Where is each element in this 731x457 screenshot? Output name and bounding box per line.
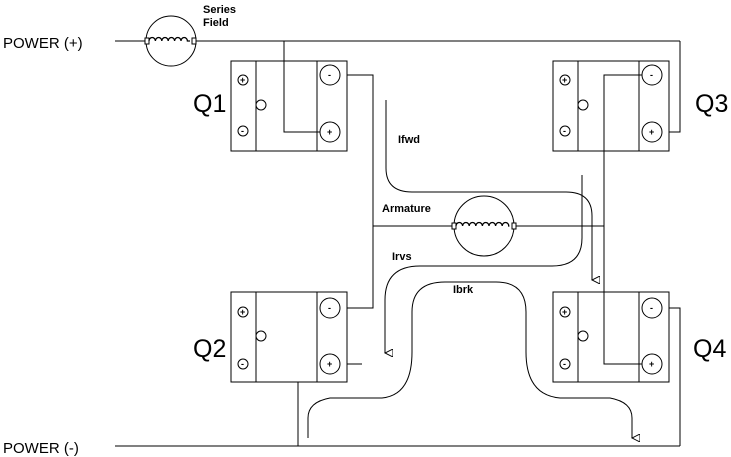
svg-text:+: + — [649, 359, 654, 369]
module-q1: + - - + — [230, 60, 348, 152]
module-q3: + - - + — [552, 60, 670, 152]
svg-text:-: - — [563, 359, 566, 369]
svg-text:-: - — [241, 359, 244, 369]
q3-center-hole — [577, 99, 589, 111]
armature-label: Armature — [382, 203, 431, 215]
wire-q4-bus-overlay — [603, 292, 642, 365]
svg-text:+: + — [240, 75, 245, 85]
wire-q2-minus — [340, 300, 374, 309]
q1-center-hole — [255, 99, 267, 111]
module-q2: + - - + — [230, 291, 348, 383]
current-forward-label: Ifwd — [398, 134, 420, 146]
svg-text:-: - — [563, 126, 566, 136]
wire-q1-plus-overlay — [283, 61, 320, 133]
svg-text:+: + — [327, 127, 332, 137]
q1-aux-plus-terminal — [237, 74, 249, 86]
series-field-symbol — [144, 15, 197, 67]
svg-text:+: + — [562, 75, 567, 85]
q4-aux-minus-terminal — [559, 358, 571, 370]
q3-plus-terminal — [641, 121, 663, 143]
wire-right-bus-overlay — [603, 74, 642, 151]
armature-symbol — [451, 195, 517, 257]
svg-text:-: - — [328, 70, 331, 80]
q2-minus-terminal — [319, 297, 341, 319]
q3-aux-minus-terminal — [559, 125, 571, 137]
wire-q1-minus — [340, 74, 374, 300]
q2-aux-minus-terminal — [237, 358, 249, 370]
module-q3-label: Q3 — [695, 90, 728, 118]
current-forward-path — [385, 100, 592, 280]
q4-center-hole — [577, 330, 589, 342]
current-reverse-path — [385, 175, 583, 353]
q2-plus-terminal — [319, 353, 341, 375]
module-q2-label: Q2 — [193, 335, 226, 363]
q3-aux-plus-terminal — [559, 74, 571, 86]
q1-aux-minus-terminal — [237, 125, 249, 137]
current-brake-label: Ibrk — [453, 284, 474, 296]
module-q1-label: Q1 — [193, 90, 226, 118]
series-field-label-line1: Series — [203, 4, 236, 16]
q4-aux-plus-terminal — [559, 306, 571, 318]
svg-text:-: - — [650, 70, 653, 80]
module-q4: + - - + — [552, 291, 670, 383]
power-negative-label: POWER (-) — [3, 440, 79, 457]
current-reverse-label: Irvs — [392, 251, 412, 263]
q2-center-hole — [255, 330, 267, 342]
q1-minus-terminal — [319, 64, 341, 86]
svg-text:-: - — [241, 126, 244, 136]
series-field-label-line2: Field — [203, 17, 229, 29]
module-q4-label: Q4 — [693, 335, 726, 363]
svg-text:-: - — [328, 303, 331, 313]
q2-aux-plus-terminal — [237, 306, 249, 318]
q4-minus-terminal — [641, 297, 663, 319]
svg-text:-: - — [650, 303, 653, 313]
svg-text:+: + — [240, 307, 245, 317]
current-brake-path — [307, 281, 632, 438]
svg-text:+: + — [327, 359, 332, 369]
power-positive-label: POWER (+) — [3, 35, 83, 52]
svg-text:+: + — [649, 127, 654, 137]
svg-text:+: + — [562, 307, 567, 317]
